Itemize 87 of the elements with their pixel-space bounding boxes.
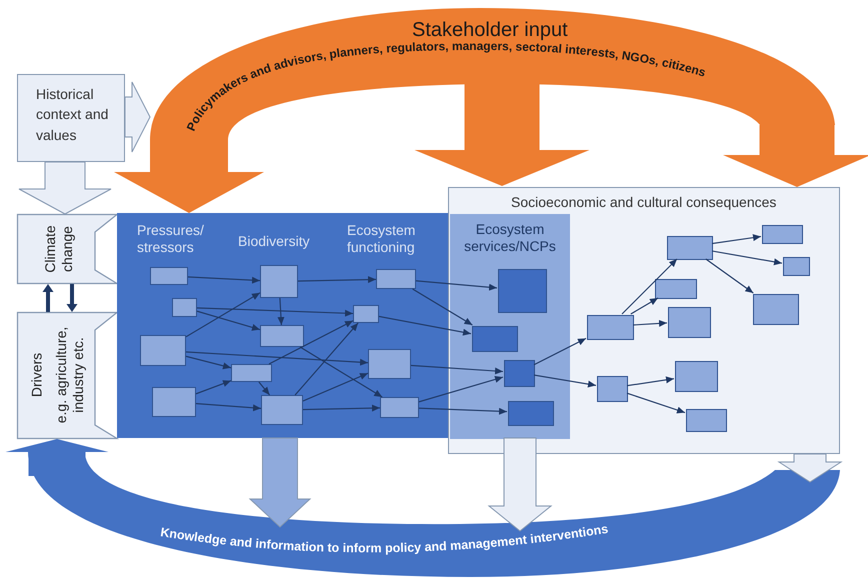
node-box xyxy=(368,349,411,379)
block-arrow xyxy=(723,125,868,187)
arrow xyxy=(196,310,260,331)
arrow xyxy=(412,288,473,326)
arrow xyxy=(302,372,368,402)
arrow xyxy=(712,250,782,266)
node-box xyxy=(353,305,379,323)
arrow xyxy=(410,364,504,374)
arrow xyxy=(534,374,596,388)
arrow xyxy=(630,298,658,314)
arrow xyxy=(302,404,380,412)
arrow xyxy=(298,276,376,284)
node-box xyxy=(260,265,298,298)
node-box xyxy=(472,326,518,352)
node-box xyxy=(172,298,197,317)
arrow xyxy=(534,338,586,366)
arrow xyxy=(626,392,686,414)
block-arrow xyxy=(66,284,78,312)
arrow xyxy=(705,258,754,294)
node-box xyxy=(686,409,727,432)
box-heading: Drivers xyxy=(28,352,46,400)
box-label: Historical context and values xyxy=(36,85,110,145)
block-arrow xyxy=(114,140,264,213)
panel xyxy=(117,213,449,438)
arrow xyxy=(196,380,232,394)
band-label: Knowledge and information to inform policy and management interventions xyxy=(160,522,610,556)
block-arrow xyxy=(6,439,108,476)
panel xyxy=(448,187,840,454)
arrow xyxy=(418,408,508,415)
column-heading: Ecosystem functioning xyxy=(347,222,416,256)
node-box xyxy=(587,315,634,340)
column-heading: Biodiversity xyxy=(238,233,310,250)
box-label: e.g. agriculture, industry etc. xyxy=(53,326,87,426)
arrow xyxy=(416,280,498,291)
notched-box xyxy=(17,214,117,284)
arrow xyxy=(300,346,382,398)
node-box xyxy=(783,257,810,276)
panel-heading: Socioeconomic and cultural consequences xyxy=(511,194,776,211)
node-box xyxy=(498,269,547,313)
block-arrow xyxy=(777,454,843,483)
arrow xyxy=(258,382,270,396)
block-arrow xyxy=(18,162,112,215)
block-arrow xyxy=(488,438,552,532)
block-arrow xyxy=(42,284,54,312)
node-box xyxy=(260,325,304,347)
node-box xyxy=(380,397,419,418)
node-box xyxy=(668,307,711,338)
node-box xyxy=(675,361,718,392)
arrow xyxy=(188,276,260,284)
arrow xyxy=(186,351,368,366)
node-box xyxy=(762,225,803,244)
node-box xyxy=(152,387,196,417)
context-box xyxy=(17,74,125,162)
arrow xyxy=(712,234,762,244)
node-box xyxy=(140,335,186,366)
block-arrow xyxy=(124,82,151,152)
arrow xyxy=(196,307,354,317)
node-box xyxy=(376,269,416,289)
arrow xyxy=(632,320,668,327)
arrow xyxy=(186,356,232,370)
arrow xyxy=(378,316,472,336)
curved-band xyxy=(28,452,840,578)
node-box xyxy=(597,376,628,402)
box-label: Climate change xyxy=(42,224,76,275)
arrow xyxy=(196,403,262,412)
column-heading: Pressures/ stressors xyxy=(137,222,205,256)
arrow xyxy=(294,322,359,396)
curved-band xyxy=(150,8,836,140)
node-box xyxy=(508,401,554,426)
node-box xyxy=(150,267,188,285)
arrow xyxy=(418,376,504,402)
arrow xyxy=(626,376,674,386)
node-box xyxy=(667,236,713,260)
block-arrow xyxy=(414,84,590,186)
panel xyxy=(450,214,570,439)
node-box xyxy=(655,279,697,299)
arrow xyxy=(622,258,678,314)
block-arrow xyxy=(248,438,312,528)
node-box xyxy=(753,294,799,325)
arrow xyxy=(268,320,354,364)
node-box xyxy=(261,395,303,425)
band-title: Stakeholder input xyxy=(412,18,568,42)
arrow xyxy=(186,292,260,338)
panel-heading: Ecosystem services/NCPs xyxy=(463,221,557,255)
arrow xyxy=(277,298,284,326)
node-box xyxy=(504,360,535,387)
node-box xyxy=(231,364,272,382)
